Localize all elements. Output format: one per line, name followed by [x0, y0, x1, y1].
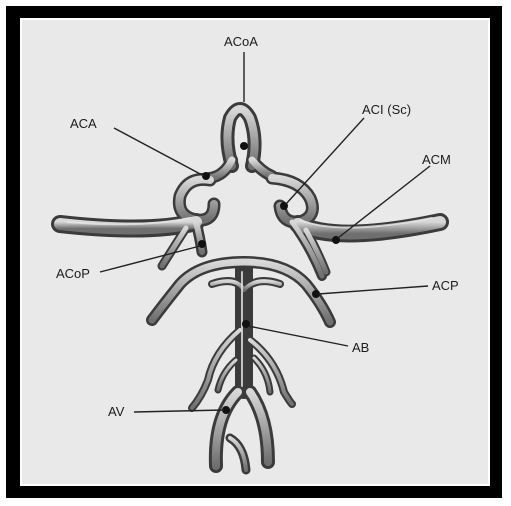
leader-ab — [248, 326, 348, 346]
leader-aci — [286, 118, 364, 204]
label-acm: ACM — [422, 152, 451, 167]
leader-av — [134, 410, 224, 412]
label-acoa: ACoA — [224, 34, 258, 49]
label-aci: ACI (Sc) — [362, 102, 411, 117]
marker-acoa — [240, 142, 248, 150]
leader-acop — [100, 246, 200, 272]
label-aca: ACA — [70, 116, 97, 131]
label-av: AV — [108, 404, 125, 419]
leader-acp — [318, 286, 428, 294]
label-acop: ACoP — [56, 266, 90, 281]
label-ab: AB — [352, 340, 369, 355]
label-acp: ACP — [432, 278, 459, 293]
leader-aca — [114, 128, 204, 176]
